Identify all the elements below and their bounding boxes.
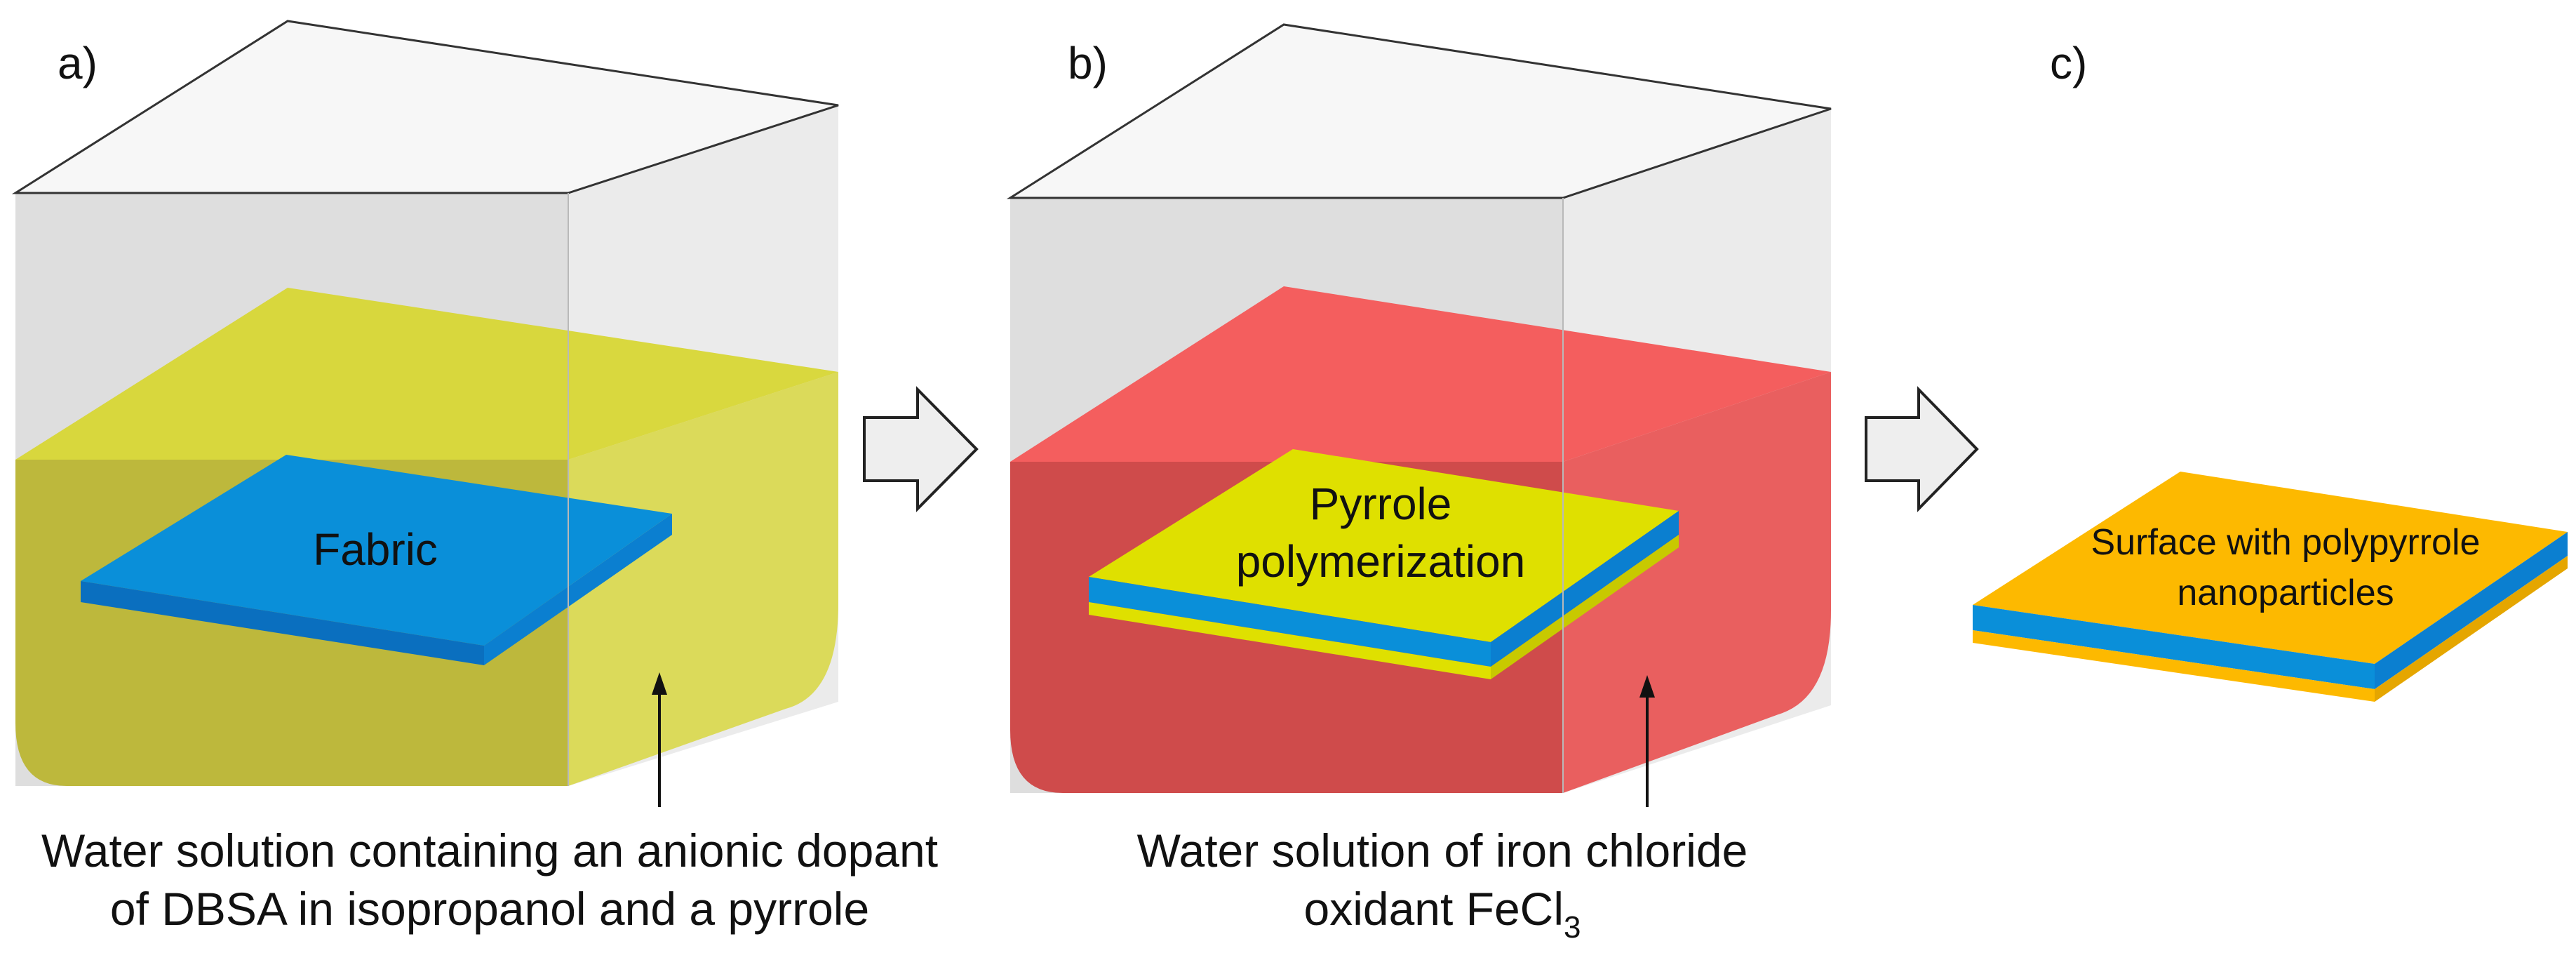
panel-b-fabric-front	[1089, 577, 1491, 667]
panel-b-pointer-head	[1639, 675, 1655, 698]
panel-a-liquid-side	[568, 372, 838, 786]
panel-b-container-top	[1006, 23, 1832, 199]
panel-b-liquid-surface	[1010, 286, 1831, 462]
panel-a-caption-line1: Water solution containing an anionic dop…	[41, 825, 938, 877]
panel-a-container-top	[11, 20, 839, 194]
surface-label-line1: Surface with polypyrrole	[2091, 522, 2481, 563]
fabric-label: Fabric	[313, 524, 438, 575]
panel-b-coating-bottom-side	[1491, 535, 1679, 679]
panel-b-fabric-side	[1491, 511, 1679, 667]
panel-a-fabric-top	[81, 455, 672, 646]
panel-b-caption-main: oxidant FeCl	[1304, 883, 1564, 935]
pyrrole-label-line2: polymerization	[1236, 536, 1526, 587]
pyrrole-label-line1: Pyrrole	[1310, 479, 1452, 529]
panel-a-label: a)	[58, 38, 98, 88]
panel-a-fabric-side	[484, 514, 672, 665]
panel-b-coating-top	[1089, 449, 1679, 642]
panel-c-coating-bottom-front	[1973, 630, 2375, 702]
panel-b-label: b)	[1068, 38, 1108, 88]
process-arrow-1	[863, 386, 979, 512]
panel-b-coating-bottom-front	[1089, 602, 1491, 679]
panel-c-coating-top	[1973, 472, 2568, 664]
panel-a-pointer-head	[652, 672, 667, 695]
panel-a-caption-line2: of DBSA in isopropanol and a pyrrole	[110, 883, 869, 935]
panel-b-caption-line1: Water solution of iron chloride	[1137, 825, 1748, 877]
panel-a-fabric-front	[81, 581, 484, 665]
panel-c-label: c)	[2050, 38, 2087, 88]
panel-c-coating-bottom-side	[2375, 556, 2568, 702]
panel-a: a) Fabric Water solution containing an a…	[11, 20, 938, 935]
process-arrow-2	[1865, 386, 1979, 512]
surface-label-line2: nanoparticles	[2177, 573, 2394, 613]
panel-b-caption-line2: oxidant FeCl3	[1304, 883, 1581, 945]
panel-c-fabric-side	[2375, 532, 2568, 689]
panel-b-liquid-side	[1563, 372, 1831, 793]
panel-a-liquid-surface	[15, 288, 838, 460]
panel-c: c) Surface with polypyrrole nanoparticle…	[1973, 38, 2568, 702]
panel-b: b) Pyrrole polymerization Water solution…	[1006, 23, 1832, 945]
panel-c-fabric-front	[1973, 605, 2375, 689]
panel-b-caption-subscript: 3	[1564, 910, 1581, 945]
